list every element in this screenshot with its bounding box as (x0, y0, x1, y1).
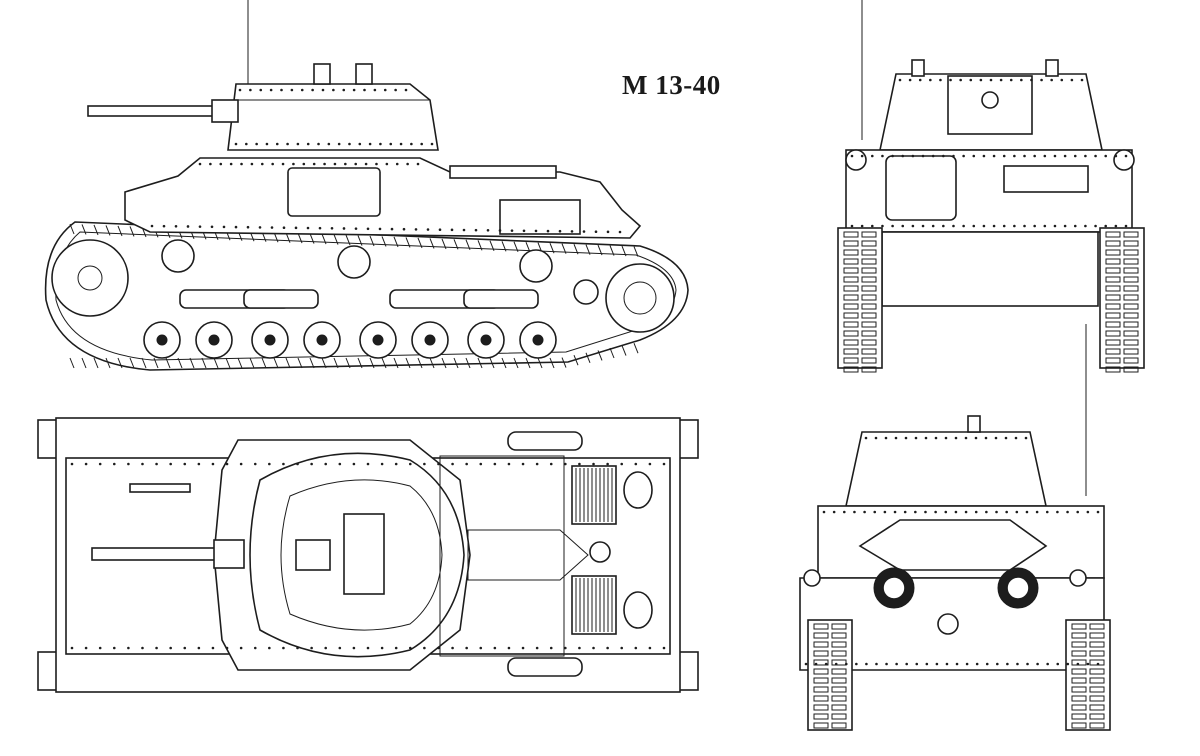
drive-sprocket (51, 239, 129, 317)
top-turret-hatch (295, 539, 331, 571)
top-commander-hatch (343, 513, 385, 595)
rear-track-links (813, 623, 1105, 729)
front-track-left (837, 227, 883, 369)
rear-tow-hook (937, 613, 959, 635)
return-roller-1 (161, 239, 195, 273)
rear-turret (845, 431, 1047, 507)
side-turret (227, 83, 439, 151)
top-stowage-tube-2 (507, 657, 583, 677)
rivets (70, 78, 1128, 666)
top-jack (467, 529, 589, 581)
top-gun-mantlet (213, 539, 245, 569)
front-hatch-plate (1003, 165, 1089, 193)
top-turret (213, 439, 471, 671)
top-view (37, 417, 699, 693)
front-gun-muzzle (981, 91, 999, 109)
front-periscope-2 (1045, 59, 1059, 77)
top-grille-slats (575, 468, 613, 632)
drawing-title: M 13-40 (622, 70, 721, 100)
rear-spare-wheel-right (997, 567, 1039, 609)
front-track-links (843, 231, 1139, 373)
side-hatch (287, 167, 381, 217)
rear-hull-upper (817, 505, 1105, 579)
rear-light-left (803, 569, 821, 587)
drive-sprocket-hub (77, 265, 103, 291)
front-driver-visor (885, 155, 957, 221)
front-view (837, 0, 1145, 373)
rear-spare-wheel-left (873, 567, 915, 609)
return-roller-3 (519, 249, 553, 283)
rear-light-right (1069, 569, 1087, 587)
turret-periscope (313, 63, 331, 85)
top-fuel-cap (589, 541, 611, 563)
idler-wheel (605, 263, 675, 333)
rear-view (799, 324, 1111, 731)
front-headlight-left (845, 149, 867, 171)
rear-periscope (967, 415, 981, 433)
suspension-bogie-4 (463, 289, 557, 359)
top-stowage-tube-1 (507, 431, 583, 451)
gun-mantlet (211, 99, 239, 123)
top-engine-grille-2 (571, 575, 617, 635)
top-rear-light-2 (623, 591, 653, 629)
return-roller-2 (337, 245, 371, 279)
engine-deck-tool (449, 165, 557, 179)
side-track (44, 221, 689, 371)
suspension-bogie-2 (243, 289, 341, 359)
front-hull-lower (881, 231, 1099, 307)
idler-hub (623, 281, 657, 315)
top-rear-light-1 (623, 471, 653, 509)
top-turret-inner (280, 479, 443, 631)
top-engine-deck (439, 455, 565, 657)
side-view (44, 0, 689, 371)
stowage-box (499, 199, 581, 235)
top-hull-mg (129, 483, 191, 493)
return-roller-4 (573, 279, 599, 305)
front-headlight-right (1113, 149, 1135, 171)
turret-periscope-2 (355, 63, 373, 85)
top-engine-grille-1 (571, 465, 617, 525)
top-turret-ring (249, 452, 465, 658)
front-periscope-1 (911, 59, 925, 77)
front-track-right (1099, 227, 1145, 369)
side-track-links (69, 223, 639, 369)
